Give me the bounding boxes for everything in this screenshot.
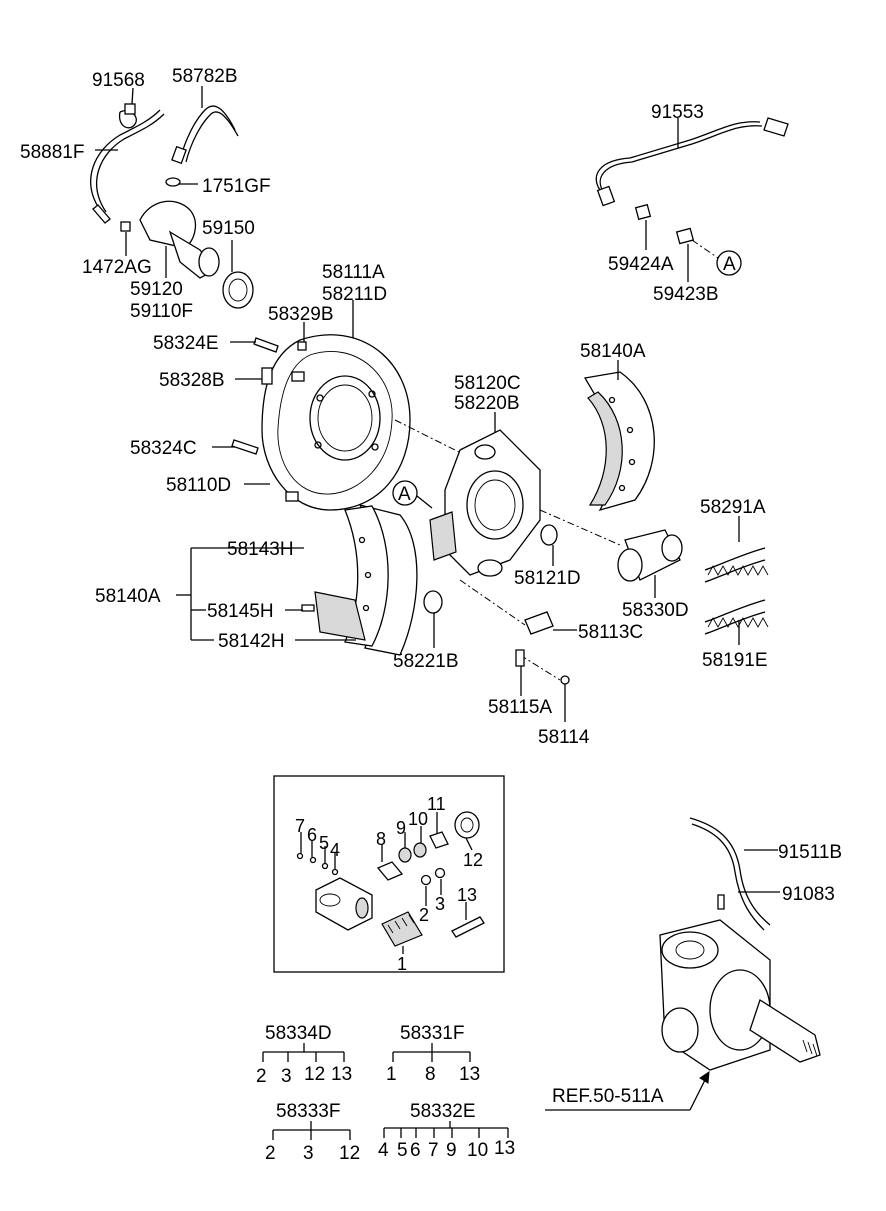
kit-title: 58334D [265,1023,332,1044]
callout-58110D: 58110D [166,475,231,496]
kit-item: 2 [265,1143,276,1164]
callout-58121D: 58121D [514,568,581,589]
callout-58140A-top: 58140A [580,341,646,362]
kit-58333F: 58333F 2 3 12 [265,1101,360,1164]
kit-item: 13 [494,1138,515,1159]
callout-58145H: 58145H [207,601,274,622]
kit-item: 12 [339,1143,360,1164]
callout-1751GF: 1751GF [202,176,271,197]
inset-num-4: 4 [330,840,340,860]
callout-58329B: 58329B [268,304,334,325]
reference-letter-a: A [723,254,736,275]
kit-item: 12 [304,1064,325,1085]
kit-item: 1 [386,1064,397,1085]
callout-58220B: 58220B [454,393,520,414]
kit-58332E: 58332E 4 5 6 7 9 10 13 [378,1101,515,1161]
kit-item: 5 [397,1140,408,1161]
kit-item: 10 [467,1140,488,1161]
inset-num-11: 11 [427,794,446,814]
kit-title: 58333F [276,1101,340,1122]
parking-cable-group [90,86,254,309]
inset-num-1: 1 [397,954,407,974]
inset-num-10: 10 [408,809,428,829]
callout-58291A: 58291A [700,497,766,518]
inset-num-8: 8 [376,829,386,849]
wheel-cylinder-inset [273,775,505,973]
callout-91553: 91553 [651,102,704,123]
kit-title: 58332E [410,1101,476,1122]
kit-item: 9 [446,1140,457,1161]
inset-num-6: 6 [307,825,317,845]
kit-title: 58331F [400,1023,464,1044]
reference-note: REF.50-511A [552,1086,664,1107]
inset-num-13: 13 [457,885,477,905]
callout-58324C: 58324C [130,438,197,459]
callout-59423B: 59423B [653,284,719,305]
callout-91511B: 91511B [778,842,842,863]
inset-num-2: 2 [419,905,429,925]
inset-num-3: 3 [435,894,445,914]
callout-58113C: 58113C [578,622,643,643]
kit-58334D: 58334D 2 3 12 13 [256,1023,352,1087]
brake-shoe-lower-group [176,504,418,656]
callout-58142H: 58142H [218,631,285,652]
callout-58115A: 58115A [488,697,552,718]
callout-58140A-left: 58140A [95,586,161,607]
kit-item: 7 [428,1140,439,1161]
anchor-bracket-group [392,412,621,722]
kit-item: 6 [410,1140,421,1161]
kit-item: 3 [281,1066,292,1087]
kit-item: 13 [331,1064,352,1085]
knuckle-group [545,817,821,1111]
callout-58143H: 58143H [227,539,294,560]
callout-58221B: 58221B [393,651,459,672]
kit-item: 8 [425,1064,436,1085]
callout-58211D: 58211D [322,284,387,305]
kit-item: 2 [256,1066,267,1087]
callout-91568: 91568 [92,70,145,91]
speed-sensor-cable-group [595,117,789,282]
kit-item: 3 [303,1143,314,1164]
wheel-cylinder-group [617,516,769,645]
callout-59424A: 59424A [608,254,674,275]
callout-59110F: 59110F [130,301,193,322]
callout-58881F: 58881F [20,142,84,163]
callout-91083: 91083 [782,884,835,905]
callout-58120C: 58120C [454,373,521,394]
brake-shoe-upper-group [583,360,655,512]
reference-circle-a [716,250,742,276]
callout-58111A: 58111A [322,262,385,283]
callout-1472AG: 1472AG [82,257,152,278]
reference-letter-a-2: A [398,484,411,505]
callout-58324E: 58324E [153,333,219,354]
callout-58782B: 58782B [172,66,238,87]
callout-59150: 59150 [202,218,255,239]
inset-num-12: 12 [463,850,483,870]
backing-plate-group [212,300,476,511]
kit-item: 4 [378,1140,389,1161]
kit-58331F: 58331F 1 8 13 [386,1023,480,1085]
callout-58330D: 58330D [622,600,689,621]
inset-num-7: 7 [295,816,305,836]
callout-59120: 59120 [130,279,183,300]
inset-num-5: 5 [319,833,329,853]
kit-item: 13 [459,1064,480,1085]
inset-num-9: 9 [396,818,406,838]
callout-58114: 58114 [538,727,590,748]
callout-58328B: 58328B [159,370,225,391]
callout-58191E: 58191E [702,650,768,671]
